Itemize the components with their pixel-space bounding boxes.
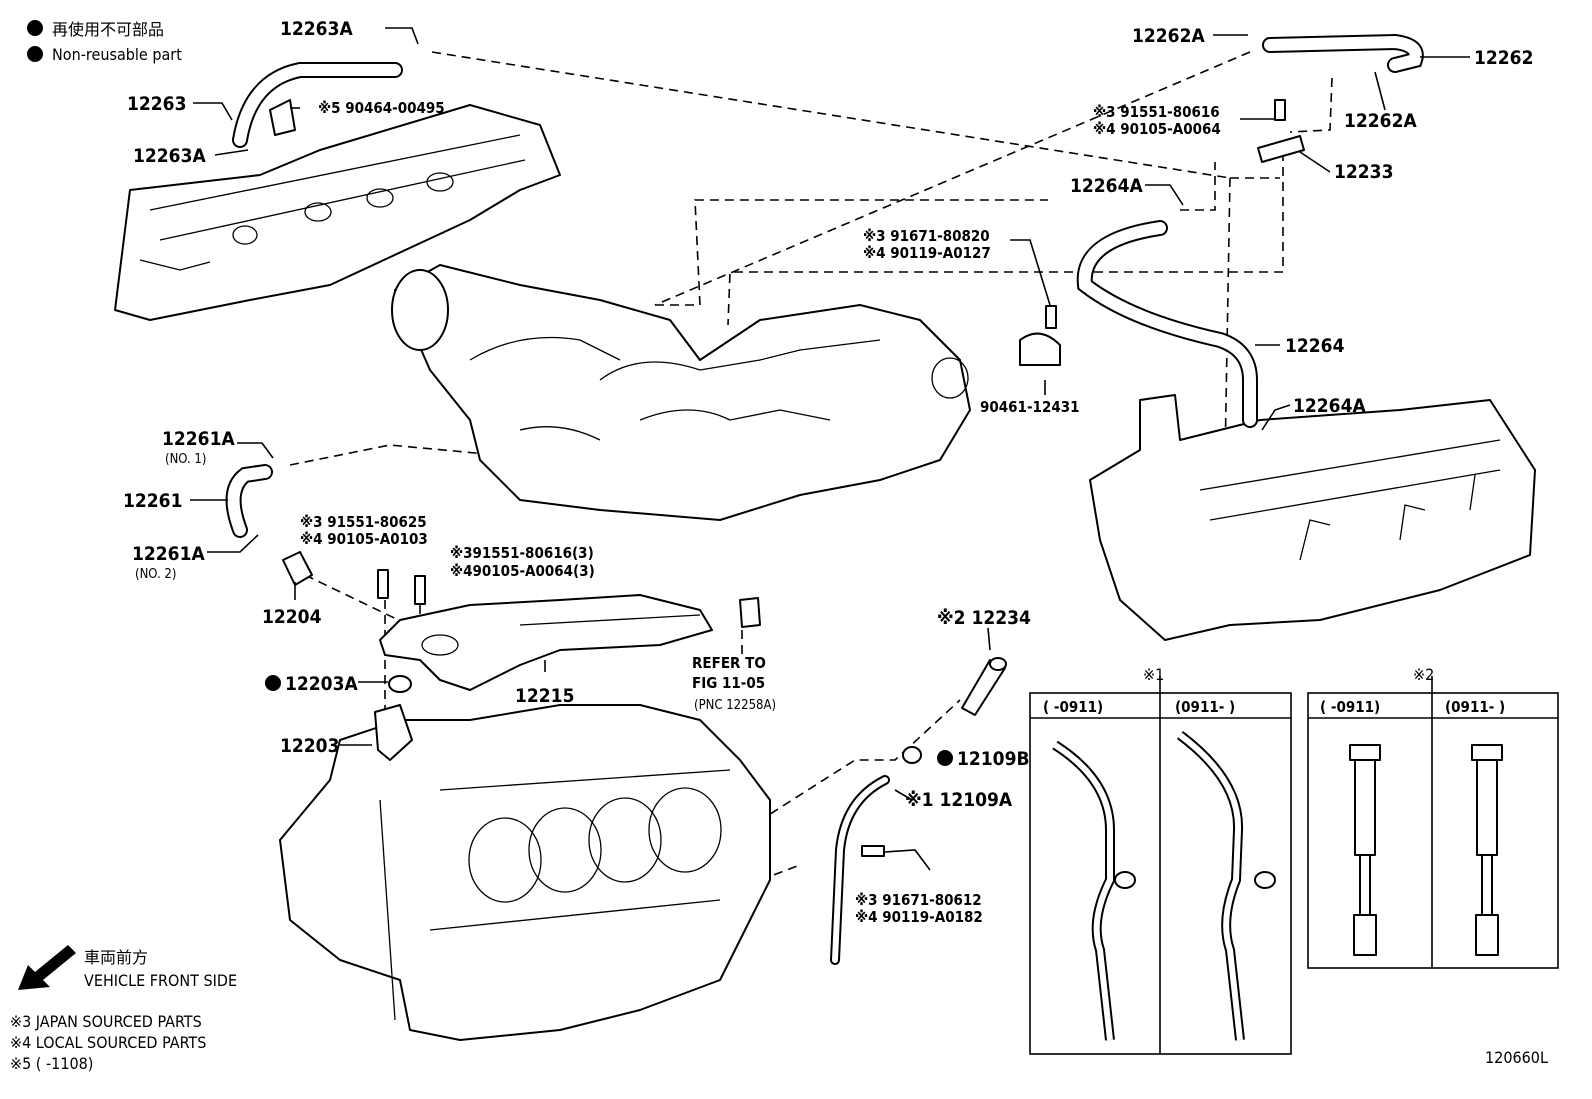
label-12109A[interactable]: ※1 12109A xyxy=(905,789,1013,811)
label-12263A-top[interactable]: 12263A xyxy=(280,18,353,40)
label-bolt-91551-80616-3[interactable]: ※391551-80616(3) xyxy=(450,544,594,562)
label-clamp-90461-12431[interactable]: 90461-12431 xyxy=(980,398,1080,416)
label-12261A-top-no1: (NO. 1) xyxy=(165,452,206,467)
small-parts xyxy=(269,99,1305,857)
footnotes: ※3 JAPAN SOURCED PARTS ※4 LOCAL SOURCED … xyxy=(10,1012,206,1073)
leader-lines xyxy=(190,27,1470,871)
label-12109B[interactable]: 12109B xyxy=(957,748,1030,770)
label-12234[interactable]: ※2 12234 xyxy=(937,607,1031,629)
variant-box-1: ※1 ( -0911) (0911- ) xyxy=(1029,665,1292,1055)
dipstick-12234[interactable] xyxy=(961,657,1007,716)
legend-non-reusable-jp: 再使用不可部品 xyxy=(52,20,164,39)
label-12264[interactable]: 12264 xyxy=(1285,335,1345,357)
legend-non-reusable-en: Non-reusable part xyxy=(52,45,182,64)
figure-id: 120660L xyxy=(1485,1048,1548,1067)
label-12203A[interactable]: 12203A xyxy=(285,673,358,695)
label-12262A-right[interactable]: 12262A xyxy=(1344,110,1417,132)
variant-2-col1-range: ( -0911) xyxy=(1320,698,1380,716)
non-reusable-dot-icon xyxy=(27,20,43,36)
label-bolt-90105-A0103[interactable]: ※4 90105-A0103 xyxy=(300,530,428,548)
label-12264A-right[interactable]: 12264A xyxy=(1293,395,1366,417)
vehicle-front-jp: 車両前方 xyxy=(84,948,148,967)
non-reusable-dot-icon xyxy=(265,675,281,691)
variant-2-col2-range: (0911- ) xyxy=(1445,698,1505,716)
label-12233[interactable]: 12233 xyxy=(1334,161,1393,183)
label-refer-line1[interactable]: REFER TO xyxy=(692,654,766,672)
non-reusable-dot-icon xyxy=(937,750,953,766)
label-bolt-90119-A0182[interactable]: ※4 90119-A0182 xyxy=(855,908,983,926)
label-12261A-bottom-no2: (NO. 2) xyxy=(135,567,176,582)
label-12215[interactable]: 12215 xyxy=(515,685,574,707)
dipstick-guide-12109A[interactable] xyxy=(830,775,890,965)
left-cylinder-head-cover[interactable] xyxy=(114,104,561,321)
footnote-3: ※3 JAPAN SOURCED PARTS xyxy=(10,1012,202,1031)
label-bolt-90105-A0064[interactable]: ※4 90105-A0064 xyxy=(1093,120,1221,138)
dipstick-variant-new[interactable] xyxy=(1471,744,1503,956)
label-bolt-91551-80616[interactable]: ※3 91551-80616 xyxy=(1093,103,1220,121)
label-12261A-bottom[interactable]: 12261A xyxy=(132,543,205,565)
label-refer-line3[interactable]: (PNC 12258A) xyxy=(694,698,776,713)
label-12262[interactable]: 12262 xyxy=(1474,47,1533,69)
legend: 再使用不可部品 Non-reusable part xyxy=(27,20,182,64)
cylinder-block[interactable] xyxy=(279,704,771,1041)
label-bolt-91551-80625[interactable]: ※3 91551-80625 xyxy=(300,513,427,531)
vehicle-front-indicator: 車両前方 VEHICLE FRONT SIDE xyxy=(18,945,237,990)
hoses[interactable] xyxy=(225,33,1424,538)
label-12262A-top[interactable]: 12262A xyxy=(1132,25,1205,47)
dipstick-guide-variant-new[interactable] xyxy=(1176,731,1276,1041)
non-reusable-dot-icon xyxy=(27,46,43,62)
variant-1-col2-range: (0911- ) xyxy=(1175,698,1235,716)
part-12215-cover[interactable] xyxy=(379,594,713,691)
variant-box-2: ※2 ( -0911) (0911- ) xyxy=(1307,665,1559,969)
dipstick-guide-variant-old[interactable] xyxy=(1052,740,1136,1041)
variant-1-col1-range: ( -0911) xyxy=(1043,698,1103,716)
intake-manifold[interactable] xyxy=(391,264,971,521)
label-12263[interactable]: 12263 xyxy=(127,93,186,115)
label-bolt-91671-80612[interactable]: ※3 91671-80612 xyxy=(855,891,982,909)
label-bolt-91671-80820[interactable]: ※3 91671-80820 xyxy=(863,227,990,245)
label-clip-90464-00495[interactable]: ※5 90464-00495 xyxy=(318,99,445,117)
label-12203[interactable]: 12203 xyxy=(280,735,339,757)
front-arrow-icon xyxy=(18,945,76,990)
footnote-4: ※4 LOCAL SOURCED PARTS xyxy=(10,1033,206,1052)
variant-1-mark: ※1 xyxy=(1143,665,1164,684)
label-12204[interactable]: 12204 xyxy=(262,606,322,628)
label-12263A-bottom[interactable]: 12263A xyxy=(133,145,206,167)
footnote-5: ※5 ( -1108) xyxy=(10,1054,93,1073)
label-12261A-top[interactable]: 12261A xyxy=(162,428,235,450)
label-bolt-90119-A0127[interactable]: ※4 90119-A0127 xyxy=(863,244,991,262)
label-12264A-top[interactable]: 12264A xyxy=(1070,175,1143,197)
label-12261[interactable]: 12261 xyxy=(123,490,182,512)
label-refer-line2[interactable]: FIG 11-05 xyxy=(692,674,765,692)
part-labels: 12263A 12263 12263A ※5 90464-00495 12262… xyxy=(123,18,1533,926)
right-cylinder-head-cover[interactable] xyxy=(1089,394,1536,641)
vehicle-front-en: VEHICLE FRONT SIDE xyxy=(84,971,237,990)
dipstick-variant-old[interactable] xyxy=(1349,744,1381,956)
variant-2-mark: ※2 xyxy=(1413,665,1434,684)
label-bolt-90105-A0064-3[interactable]: ※490105-A0064(3) xyxy=(450,562,595,580)
